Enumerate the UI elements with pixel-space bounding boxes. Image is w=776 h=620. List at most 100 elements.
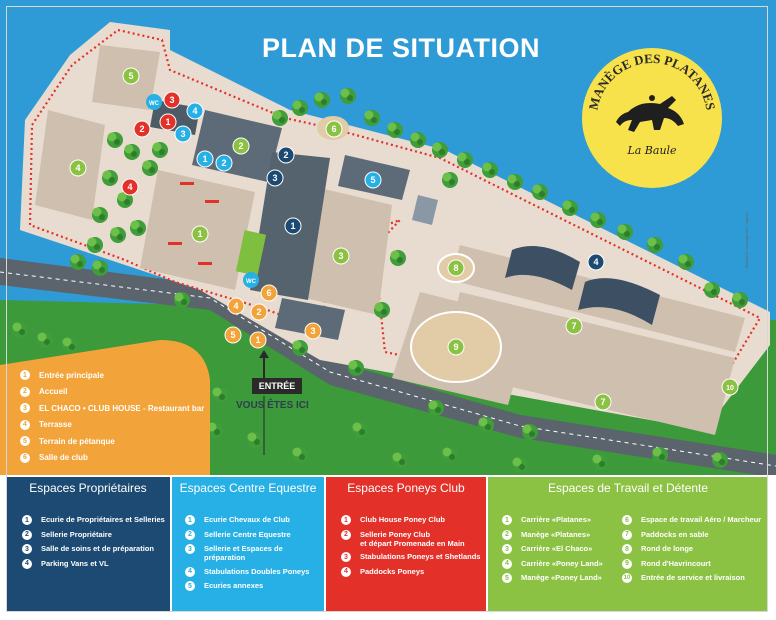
item-label: Ecuries annexes [204, 581, 264, 590]
map-marker-owners-1: 1 [284, 217, 302, 235]
map-marker-owners-4: 4 [587, 253, 605, 271]
item-number: 1 [341, 515, 351, 525]
svg-text:6: 6 [266, 288, 271, 298]
panel-list-item: 1 Ecurie Chevaux de Club [185, 515, 324, 525]
map-marker-orange-6: 6 [260, 284, 278, 302]
map-marker-owners-2: 2 [277, 146, 295, 164]
svg-text:5: 5 [370, 175, 375, 185]
wc-marker [146, 94, 162, 110]
item-number: 3 [341, 552, 351, 562]
building-south [275, 298, 345, 340]
legend-label: Terrain de pétanque [39, 436, 115, 446]
item-number: 2 [502, 529, 512, 540]
item-number: 5 [185, 581, 195, 591]
green-strip [235, 230, 267, 276]
legend-label: Terrasse [39, 420, 72, 429]
item-number: 1 [502, 515, 512, 525]
legend-number: 2 [20, 386, 30, 397]
wc-markers: WC WC [146, 94, 259, 288]
panel-list-item: 5 Manège «Poney Land» [502, 573, 622, 583]
legend-number: 1 [20, 370, 30, 380]
panel-list-item: 3 Sellerie et Espaces de préparation [185, 544, 324, 562]
svg-text:3: 3 [169, 95, 174, 105]
map-marker-travail-10: 10 [721, 378, 739, 396]
item-label: Sellerie Poney Club et départ Promenade … [360, 529, 465, 548]
svg-text:7: 7 [600, 397, 605, 407]
map-marker-travail-4: 4 [69, 159, 87, 177]
map-marker-travail-9: 9 [447, 338, 465, 356]
map-marker-travail-7: 7 [565, 317, 583, 335]
svg-text:3: 3 [310, 326, 315, 336]
item-number: 5 [502, 573, 512, 583]
item-label: Salle de soins et de préparation [41, 544, 154, 553]
entry-label: ENTRÉE [252, 378, 302, 394]
legend-label: Entrée principale [39, 370, 104, 380]
panel-list-item: 6 Espace de travail Aéro / Marcheur [622, 515, 762, 525]
svg-text:4: 4 [593, 257, 598, 267]
you-are-here-label: VOUS ÊTES ICI [236, 400, 309, 411]
map-marker-centre-4: 4 [186, 102, 204, 120]
item-label: Sellerie Propriétaire [41, 529, 112, 539]
building-small [412, 195, 438, 225]
orange-legend-bg [0, 340, 210, 475]
item-label: Manège «Poney Land» [521, 573, 602, 582]
map-marker-orange-4: 4 [227, 297, 245, 315]
svg-text:3: 3 [338, 251, 343, 261]
map-marker-poney-2: 2 [133, 120, 151, 138]
svg-text:4: 4 [127, 182, 132, 192]
panel-travail-title: Espaces de Travail et Détente [547, 480, 709, 495]
map-marker-centre-5: 5 [364, 171, 382, 189]
map-marker-travail-6: 6 [325, 120, 343, 138]
map-marker-centre-2: 2 [215, 154, 233, 172]
item-number: 6 [622, 515, 632, 525]
map-marker-travail-1: 1 [191, 225, 209, 243]
item-number: 4 [185, 566, 195, 577]
legend-label: Salle de club [39, 453, 88, 462]
item-number: 3 [185, 544, 195, 554]
item-number: 1 [185, 515, 195, 525]
paddocks-7 [440, 292, 735, 435]
item-number: 4 [341, 566, 351, 577]
item-label: Carrière «Poney Land» [521, 558, 603, 568]
svg-text:WC: WC [246, 279, 257, 285]
map-marker-travail-2: 2 [232, 137, 250, 155]
item-label: Stabulations Poneys et Shetlands [360, 552, 481, 561]
item-label: Paddocks en sable [641, 529, 709, 539]
map-marker-travail-3: 3 [332, 247, 350, 265]
svg-text:2: 2 [221, 158, 226, 168]
arena-3 [305, 188, 392, 315]
svg-text:8: 8 [453, 263, 458, 273]
panel-list-item: 5 Ecuries annexes [185, 581, 324, 591]
map-marker-centre-1: 1 [196, 150, 214, 168]
svg-text:7: 7 [571, 321, 576, 331]
svg-text:9: 9 [453, 342, 458, 352]
horse-icon [616, 95, 684, 132]
item-number: 3 [22, 544, 32, 554]
svg-text:10: 10 [726, 385, 734, 392]
item-label: Espace de travail Aéro / Marcheur [641, 515, 762, 524]
item-label: Sellerie et Espaces de préparation [204, 544, 283, 562]
map-marker-poney-3: 3 [163, 91, 181, 109]
tunnel-a [505, 246, 580, 290]
legend-label: EL CHACO • CLUB HOUSE - Restaurant bar [39, 403, 205, 413]
map-marker-centre-3: 3 [174, 125, 192, 143]
item-label: Ecurie Chevaux de Club [204, 515, 290, 524]
map-marker-orange-1: 1 [249, 331, 267, 349]
logo: MANÈGE DES PLATANES La Baule [582, 48, 722, 188]
tunnel-b [578, 278, 660, 325]
